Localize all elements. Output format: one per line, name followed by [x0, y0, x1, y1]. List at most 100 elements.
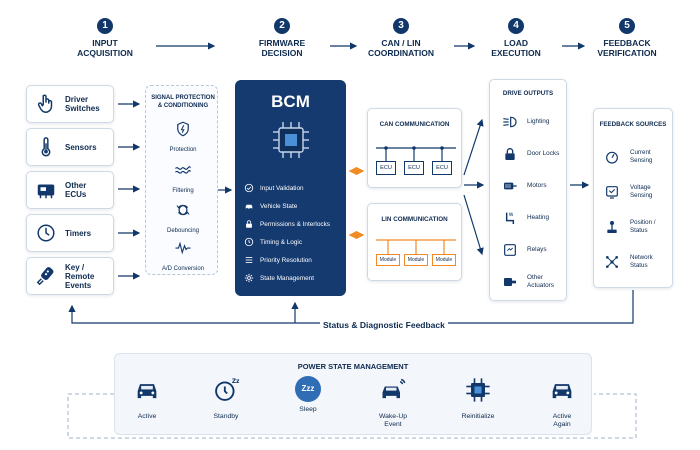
feedback-sources-title: FEEDBACK SOURCES [599, 121, 667, 128]
bcm-item-vehicle-state: Vehicle State [244, 201, 344, 211]
headlight-icon [503, 116, 517, 128]
list-icon [245, 257, 253, 263]
car-icon [245, 204, 253, 210]
power-state-active: Active [117, 376, 177, 421]
bcm-item-label: Priority Resolution [260, 256, 312, 264]
bcm-item-priority-resolution: Priority Resolution [244, 255, 344, 265]
stage-title: CAN / LIN COORDINATION [368, 38, 434, 58]
stage-number: 3 [393, 18, 409, 34]
drive-item-heating: Heating [490, 210, 568, 226]
feedback-item-position-status: Position / Status [594, 219, 674, 235]
thermometer-icon [41, 137, 51, 157]
drive-item-label: Door Locks [527, 150, 560, 157]
power-state-panel: POWER STATE MANAGEMENT [114, 353, 592, 435]
bcm-item-permissions: Permissions & Interlocks [244, 219, 344, 229]
signal-item-label: Debouncing [166, 228, 200, 234]
bcm-item-timing-logic: Timing & Logic [244, 237, 344, 247]
can-communication-panel: CAN COMMUNICATION ECU ECU ECU [367, 108, 462, 188]
voltage-icon [606, 186, 618, 199]
power-state-standby: Zz Standby [196, 376, 256, 421]
power-state-label: Active Again [552, 413, 572, 428]
feedback-sources-panel: FEEDBACK SOURCES Current Sensing Voltage… [593, 108, 673, 288]
bcm-item-input-validation: Input Validation [244, 183, 344, 193]
sleep-icon: Zzz [295, 376, 321, 402]
stage-number: 5 [619, 18, 635, 34]
motor-icon [504, 182, 517, 190]
network-icon [606, 256, 618, 268]
drive-item-other-actuators: Other Actuators [490, 274, 568, 290]
stage-number: 2 [274, 18, 290, 34]
car-front-icon [552, 384, 572, 399]
hand-pointer-icon [37, 94, 53, 113]
signal-item-debouncing: Debouncing [150, 201, 216, 234]
wave-icon [175, 166, 191, 174]
power-state-label: Standby [213, 413, 239, 420]
input-label: Sensors [65, 142, 97, 152]
input-driver-switches: Driver Switches [26, 85, 114, 123]
clock-icon [37, 224, 55, 242]
signal-item-label: Protection [169, 147, 197, 153]
key-fob-icon [36, 267, 54, 286]
feedback-item-current-sensing: Current Sensing [594, 149, 674, 165]
stage-title: LOAD EXECUTION [491, 38, 541, 58]
power-state-label: Wake-Up Event [378, 413, 408, 428]
bcm-item-label: Input Validation [260, 184, 304, 192]
alarm-clock-icon: Zz [215, 379, 240, 401]
lin-node: Module [404, 254, 428, 266]
power-state-label: Sleep [299, 406, 317, 413]
power-state-reinitialize: Reinitialize [448, 376, 508, 421]
power-state-active-again: Active Again [532, 376, 592, 429]
bcm-item-label: State Management [260, 274, 314, 282]
chip-icon [466, 378, 490, 402]
stage-can-lin-coordination: 3 CAN / LIN COORDINATION [346, 18, 456, 58]
power-state-sleep: Zzz Sleep [278, 376, 338, 414]
power-state-title: POWER STATE MANAGEMENT [297, 362, 409, 371]
power-state-label: Active [137, 413, 157, 420]
power-state-wake-up-event: Wake-Up Event [363, 376, 423, 429]
lock-icon [246, 220, 252, 228]
signal-protection-title: SIGNAL PROTECTION & CONDITIONING [151, 95, 215, 109]
can-bus-lines [376, 146, 456, 161]
signal-icon [175, 241, 191, 255]
clock-icon [244, 237, 254, 247]
drive-outputs-panel: DRIVE OUTPUTS Lighting Door Locks Motors… [489, 79, 567, 301]
lock-icon [505, 148, 515, 160]
debounce-icon [176, 204, 190, 216]
bcm-item-state-management: State Management [244, 273, 344, 283]
stage-input-acquisition: 1 INPUT ACQUISITION [50, 18, 160, 58]
signal-item-label: A/D Conversion [161, 266, 205, 272]
input-sensors: Sensors [26, 128, 114, 166]
signal-item-protection: Protection [150, 120, 216, 153]
input-key-remote-events: Key / Remote Events [26, 257, 114, 295]
car-signal-icon [382, 378, 406, 399]
bcm-item-label: Timing & Logic [260, 238, 303, 246]
lin-bus-lines [376, 239, 456, 254]
feedback-item-label: Network Status [630, 254, 653, 269]
actuator-icon [504, 278, 516, 286]
bcm-item-label: Permissions & Interlocks [260, 220, 330, 228]
power-state-label: Reinitialize [461, 413, 495, 420]
drive-item-label: Relays [527, 246, 547, 253]
feedback-item-label: Current Sensing [630, 149, 653, 164]
input-label: Driver Switches [65, 95, 100, 113]
can-node: ECU [432, 161, 452, 175]
signal-protection-panel [145, 85, 218, 275]
ecu-icon [37, 184, 55, 199]
gear-icon [244, 273, 254, 283]
bcm-title: BCM [271, 92, 310, 111]
stage-title: FIRMWARE DECISION [258, 38, 306, 58]
feedback-item-label: Voltage Sensing [630, 184, 653, 199]
shield-icon [177, 121, 189, 137]
input-label: Other ECUs [65, 181, 87, 199]
stage-number: 1 [97, 18, 113, 34]
lin-communication-panel: LIN COMMUNICATION Module Module Module [367, 203, 462, 281]
can-node: ECU [404, 161, 424, 175]
drive-item-label: Other Actuators [527, 274, 554, 289]
gauge-icon [606, 151, 618, 164]
lin-title: LIN COMMUNICATION [381, 216, 448, 223]
stage-load-execution: 4 LOAD EXECUTION [461, 18, 571, 58]
input-label: Key / Remote Events [65, 262, 95, 290]
drive-item-lighting: Lighting [490, 114, 568, 130]
signal-item-ad-conversion: A/D Conversion [150, 239, 216, 272]
lin-node: Module [376, 254, 400, 266]
